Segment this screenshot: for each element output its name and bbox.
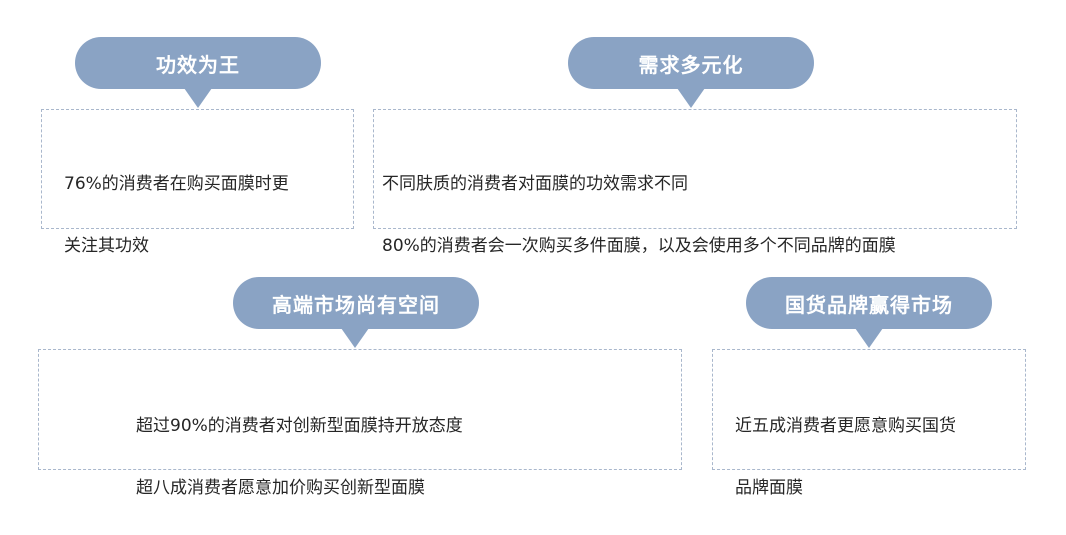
card-2-line-2: 80%的消费者会一次购买多件面膜，以及会使用多个不同品牌的面膜	[382, 236, 896, 256]
card-2-title: 需求多元化	[568, 37, 814, 89]
card-1-line-1: 76%的消费者在购买面膜时更	[64, 174, 289, 194]
card-4-title: 国货品牌赢得市场	[746, 277, 992, 329]
card-4-pointer	[855, 328, 883, 348]
card-4-text: 近五成消费者更愿意购买国货 品牌面膜	[735, 380, 956, 535]
card-1-pointer	[184, 88, 212, 108]
card-4-line-2: 品牌面膜	[735, 478, 803, 498]
card-3-box	[38, 349, 682, 470]
card-2-pointer	[677, 88, 705, 108]
card-2-box	[373, 109, 1017, 229]
card-1-line-2: 关注其功效	[64, 236, 149, 256]
card-1-box	[41, 109, 354, 229]
card-3-line-1: 超过90%的消费者对创新型面膜持开放态度	[136, 416, 463, 436]
card-3-line-2: 超八成消费者愿意加价购买创新型面膜	[136, 478, 425, 498]
card-2-line-1: 不同肤质的消费者对面膜的功效需求不同	[382, 174, 688, 194]
card-3-text: 超过90%的消费者对创新型面膜持开放态度 超八成消费者愿意加价购买创新型面膜	[136, 380, 463, 535]
card-1-title: 功效为王	[75, 37, 321, 89]
card-1-text: 76%的消费者在购买面膜时更 关注其功效	[64, 138, 289, 293]
card-3-pointer	[341, 328, 369, 348]
card-4-line-1: 近五成消费者更愿意购买国货	[735, 416, 956, 436]
card-2-text: 不同肤质的消费者对面膜的功效需求不同 80%的消费者会一次购买多件面膜，以及会使…	[382, 138, 896, 293]
card-4-box	[712, 349, 1026, 470]
card-3-title: 高端市场尚有空间	[233, 277, 479, 329]
